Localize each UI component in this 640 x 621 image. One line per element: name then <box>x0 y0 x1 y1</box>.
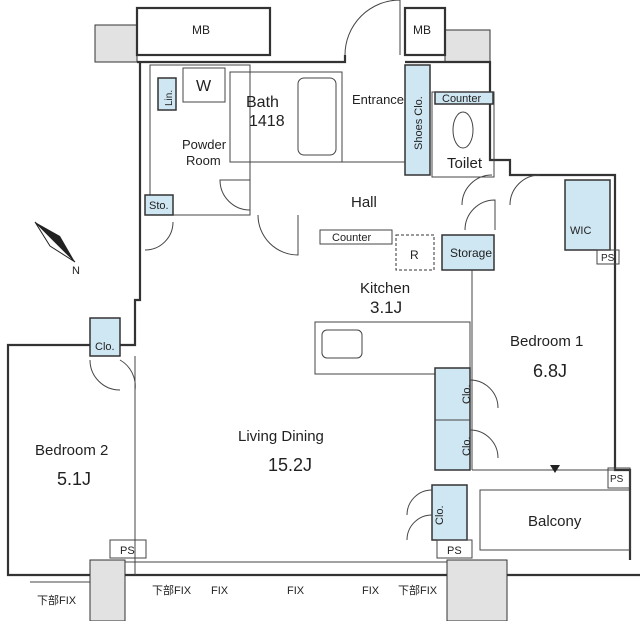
mb-left-label: MB <box>192 23 210 37</box>
bedroom1-label: Bedroom 1 <box>510 333 583 350</box>
kitchen-label: Kitchen <box>360 280 410 297</box>
toilet-label: Toilet <box>447 155 483 172</box>
storage-door <box>464 199 496 231</box>
compass-north-label: N <box>72 265 80 277</box>
hall-label: Hall <box>351 194 377 211</box>
window-label: FIX <box>287 585 305 597</box>
washer-box <box>182 67 226 103</box>
mb-right <box>403 6 447 57</box>
storage-small <box>144 194 174 216</box>
sto-door <box>144 221 174 251</box>
entrance-door <box>344 0 401 56</box>
wic-label: WIC <box>570 225 591 237</box>
ld-door <box>257 214 299 256</box>
ps-right-label: PS <box>447 545 462 557</box>
storage-small-label: Sto. <box>149 200 169 212</box>
ps-wic-label: PS <box>601 253 615 264</box>
clo-doors-b1 <box>469 379 499 459</box>
ps-wic-box <box>596 249 620 265</box>
wic-door <box>509 174 541 206</box>
bath-size-label: 1418 <box>249 113 285 130</box>
storage <box>441 234 495 271</box>
linen-label: Lin. <box>164 90 175 106</box>
closet-ld <box>431 484 468 541</box>
window-label: 下部FIX <box>398 583 438 597</box>
bath-wall <box>229 71 343 163</box>
shoes-closet <box>404 64 431 176</box>
closet-b2-label: Clo. <box>95 341 115 353</box>
wall <box>137 55 347 64</box>
toilet-counter-label: Counter <box>442 93 481 105</box>
living-dining-size-label: 15.2J <box>268 455 312 475</box>
kitchen-size-label: 3.1J <box>370 298 402 317</box>
ps-balcony-label: PS <box>610 474 624 485</box>
wall <box>6 62 142 577</box>
closet-2-label: Clo. <box>461 436 473 456</box>
window-label: FIX <box>362 585 380 597</box>
shoes-closet-label: Shoes Clo. <box>413 96 425 150</box>
ps-balcony-box <box>607 467 631 489</box>
linen-closet <box>157 77 177 111</box>
clo-doors-ld <box>406 489 433 541</box>
closet-1-label: Clo. <box>461 384 473 404</box>
closets-bedroom1 <box>434 367 471 471</box>
closet-3-label: Clo. <box>434 505 446 525</box>
powder-room-label-2: Room <box>186 153 221 168</box>
balcony-label: Balcony <box>528 513 582 530</box>
hall-counter <box>319 229 393 245</box>
living-dining-label: Living Dining <box>238 428 324 445</box>
ps-left-label: PS <box>120 545 135 557</box>
bedroom2-label: Bedroom 2 <box>35 442 108 459</box>
bath-label: Bath <box>246 94 279 111</box>
ps-right-box <box>436 539 473 559</box>
pillar-bottom-right <box>446 559 508 621</box>
storage-label: Storage <box>450 246 492 260</box>
washer-label: W <box>196 78 212 95</box>
window-label: FIX <box>211 585 229 597</box>
powder-room-wall <box>149 64 251 216</box>
closet-bedroom2 <box>89 317 121 357</box>
window-label: 下部FIX <box>37 593 77 607</box>
mb-left <box>135 6 272 57</box>
powder-door <box>219 179 251 211</box>
toilet-door <box>461 174 493 206</box>
compass-icon: N <box>34 221 80 277</box>
wic <box>564 179 611 251</box>
toilet-bowl <box>452 111 474 149</box>
refrigerator-label: R <box>410 248 419 262</box>
refrigerator-space <box>395 234 435 271</box>
balcony <box>479 489 631 551</box>
mb-right-label: MB <box>413 23 431 37</box>
bedroom1-size-label: 6.8J <box>533 361 567 381</box>
bedroom2-size-label: 5.1J <box>57 469 91 489</box>
powder-room-label: Powder <box>182 137 227 152</box>
window-marker <box>550 465 560 473</box>
toilet-room <box>431 91 495 178</box>
pillar-top-right <box>444 29 491 63</box>
sink <box>321 329 363 359</box>
kitchen-counter <box>314 321 471 375</box>
hall-counter-label: Counter <box>332 232 371 244</box>
ps-left-box <box>109 539 147 559</box>
bathtub <box>297 77 337 156</box>
clo-door-b2 <box>89 359 136 391</box>
pillar-bottom-left <box>89 559 126 621</box>
pillar-top-left <box>94 24 138 63</box>
window-label: 下部FIX <box>152 583 192 597</box>
entrance-label: Entrance <box>352 92 404 107</box>
